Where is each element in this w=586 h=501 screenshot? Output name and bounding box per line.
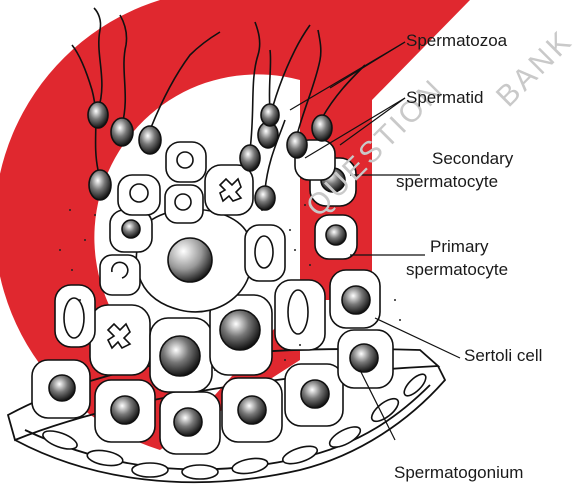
sertoli-cell <box>136 209 252 312</box>
label-primary-1: Primary <box>430 236 489 257</box>
label-secondary-2: spermatocyte <box>396 171 498 192</box>
label-primary-2: spermatocyte <box>406 259 508 280</box>
label-spermatid: Spermatid <box>406 87 483 108</box>
label-secondary-1: Secondary <box>432 148 513 169</box>
label-spermatozoa: Spermatozoa <box>406 30 507 51</box>
label-sertoli: Sertoli cell <box>464 345 542 366</box>
label-spermatogonium: Spermatogonium <box>394 462 523 483</box>
